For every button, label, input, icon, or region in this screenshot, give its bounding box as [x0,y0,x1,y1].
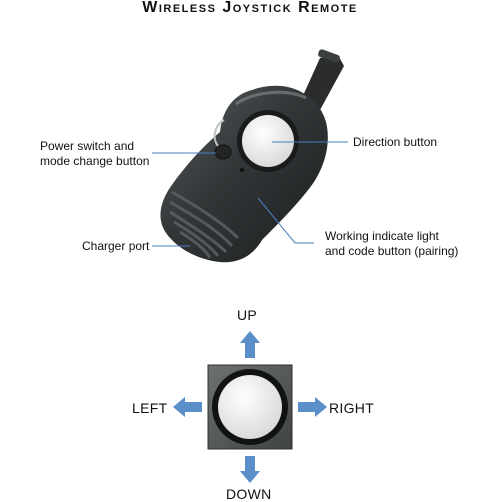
arrow-up [240,331,260,358]
direction-label: Direction button [353,135,438,149]
direction-button [242,115,294,167]
working-label: Working indicate light and code button (… [325,229,458,259]
remote-illustration [160,49,344,263]
power-label-line2: mode change button [40,154,150,168]
power-button [214,144,232,160]
label-right: RIGHT [329,400,375,416]
arrow-right [298,397,327,417]
power-label-line1: Power switch and [40,139,135,153]
label-left: LEFT [132,400,168,416]
direction-pad-diagram [207,364,293,450]
working-label-line1: Working indicate light [325,229,439,243]
charger-label: Charger port [82,239,150,253]
arrow-left [173,397,202,417]
grip-ridges [169,190,240,259]
working-label-line2: and code button (pairing) [325,244,459,258]
dpad-center-button [218,375,282,439]
power-label: Power switch and mode change button [40,139,149,169]
label-up: UP [237,307,258,323]
diagram-title: Wireless Joystick Remote [142,0,358,16]
indicator-light [240,168,244,172]
leader-lines [152,141,348,247]
label-down: DOWN [226,486,272,502]
arrow-down [240,456,260,483]
leader-working [257,197,314,244]
